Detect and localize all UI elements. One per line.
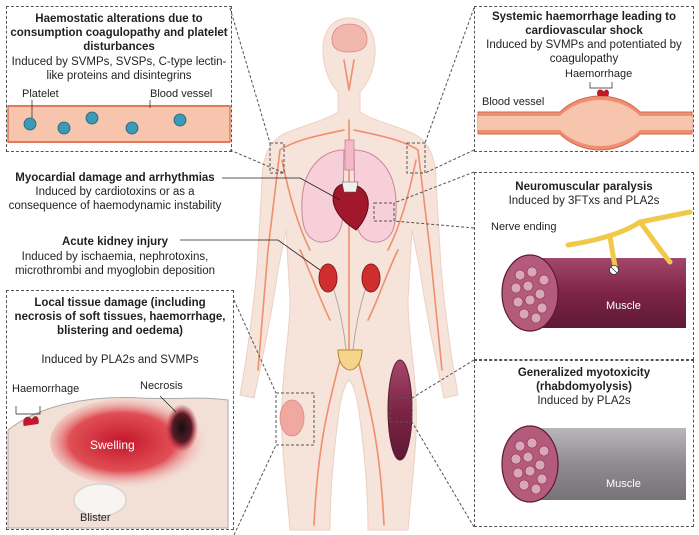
neuromuscular-title: Neuromuscular paralysis bbox=[515, 181, 653, 193]
label-nerve-ending: Nerve ending bbox=[491, 221, 557, 233]
myotoxicity-cause: Induced by PLA2s bbox=[537, 395, 631, 407]
label-necrosis: Necrosis bbox=[140, 380, 183, 392]
muscle-fibre-icons bbox=[510, 266, 550, 324]
haemorrhaging-vessel-illustration bbox=[477, 89, 693, 151]
necrosis-area bbox=[166, 404, 198, 452]
callout-box-right-thigh bbox=[389, 397, 413, 423]
bladder-icon bbox=[337, 349, 363, 371]
haemostatic-cause: Induced by SVMPs, SVSPs, C-type lectin-l… bbox=[11, 56, 227, 82]
label-blister: Blister bbox=[80, 512, 111, 524]
pointer-line-kidney bbox=[180, 239, 321, 271]
label-swelling: Swelling bbox=[90, 438, 135, 452]
systemic-cause: Induced by SVMPs and potentiated by coag… bbox=[486, 39, 682, 65]
label-haemorrhage-local: Haemorrhage bbox=[12, 383, 80, 395]
callout-box-left-shoulder bbox=[269, 142, 285, 174]
label-muscle-myotox: Muscle bbox=[606, 478, 641, 490]
kidney-cause: Induced by ischaemia, nephrotoxins, micr… bbox=[14, 251, 216, 277]
necrotic-muscle-illustration bbox=[501, 425, 686, 503]
leg-swelling-icon bbox=[279, 399, 305, 437]
callout-box-chest bbox=[373, 202, 395, 222]
haemostatic-title: Haemostatic alterations due to consumpti… bbox=[10, 13, 228, 53]
haemostatic-panel bbox=[6, 6, 232, 152]
systemic-panel bbox=[474, 6, 694, 152]
label-haemorrhage-systemic: Haemorrhage bbox=[565, 68, 633, 80]
myocardial-cause: Induced by cardiotoxins or as a conseque… bbox=[8, 186, 222, 212]
innervated-muscle-illustration bbox=[501, 209, 693, 332]
thigh-muscle-icon bbox=[387, 359, 413, 461]
connector-lines bbox=[229, 7, 475, 535]
bleeding-site-icon bbox=[597, 89, 609, 97]
kidney-title: Acute kidney injury bbox=[61, 236, 169, 248]
myocardial-title: Myocardial damage and arrhythmias bbox=[15, 172, 215, 184]
local-title: Local tissue damage (including necrosis … bbox=[14, 297, 226, 337]
systemic-title: Systemic haemorrhage leading to cardiova… bbox=[491, 11, 677, 37]
heart-icon bbox=[332, 183, 369, 231]
skin-lesion-illustration bbox=[7, 397, 229, 529]
pointer-line-heart bbox=[222, 177, 341, 201]
label-platelet: Platelet bbox=[22, 88, 59, 100]
brain-icon bbox=[331, 23, 368, 53]
label-blood-vessel-systemic: Blood vessel bbox=[482, 96, 545, 108]
callout-box-right-shoulder bbox=[406, 142, 426, 174]
myotoxicity-panel bbox=[474, 360, 694, 527]
neuromuscular-cause: Induced by 3FTxs and PLA2s bbox=[508, 195, 660, 207]
left-kidney-icon bbox=[318, 263, 338, 293]
local-tissue-panel bbox=[6, 290, 234, 530]
bleeding-site-icon-local bbox=[23, 416, 39, 427]
blister-icon bbox=[73, 483, 127, 517]
label-blood-vessel: Blood vessel bbox=[150, 88, 213, 100]
myotoxicity-title: Generalized myotoxicity (rhabdomyolysis) bbox=[517, 367, 651, 393]
label-muscle-neuro: Muscle bbox=[606, 300, 641, 312]
platelet-icons bbox=[23, 111, 187, 135]
blood-vessel-with-platelets-illustration bbox=[7, 105, 231, 143]
right-kidney-icon bbox=[361, 263, 381, 293]
local-cause: Induced by PLA2s and SVMPs bbox=[41, 354, 199, 366]
left-lung-icon bbox=[301, 149, 345, 243]
trachea-icon bbox=[344, 139, 355, 171]
neuromuscular-panel bbox=[474, 172, 694, 360]
